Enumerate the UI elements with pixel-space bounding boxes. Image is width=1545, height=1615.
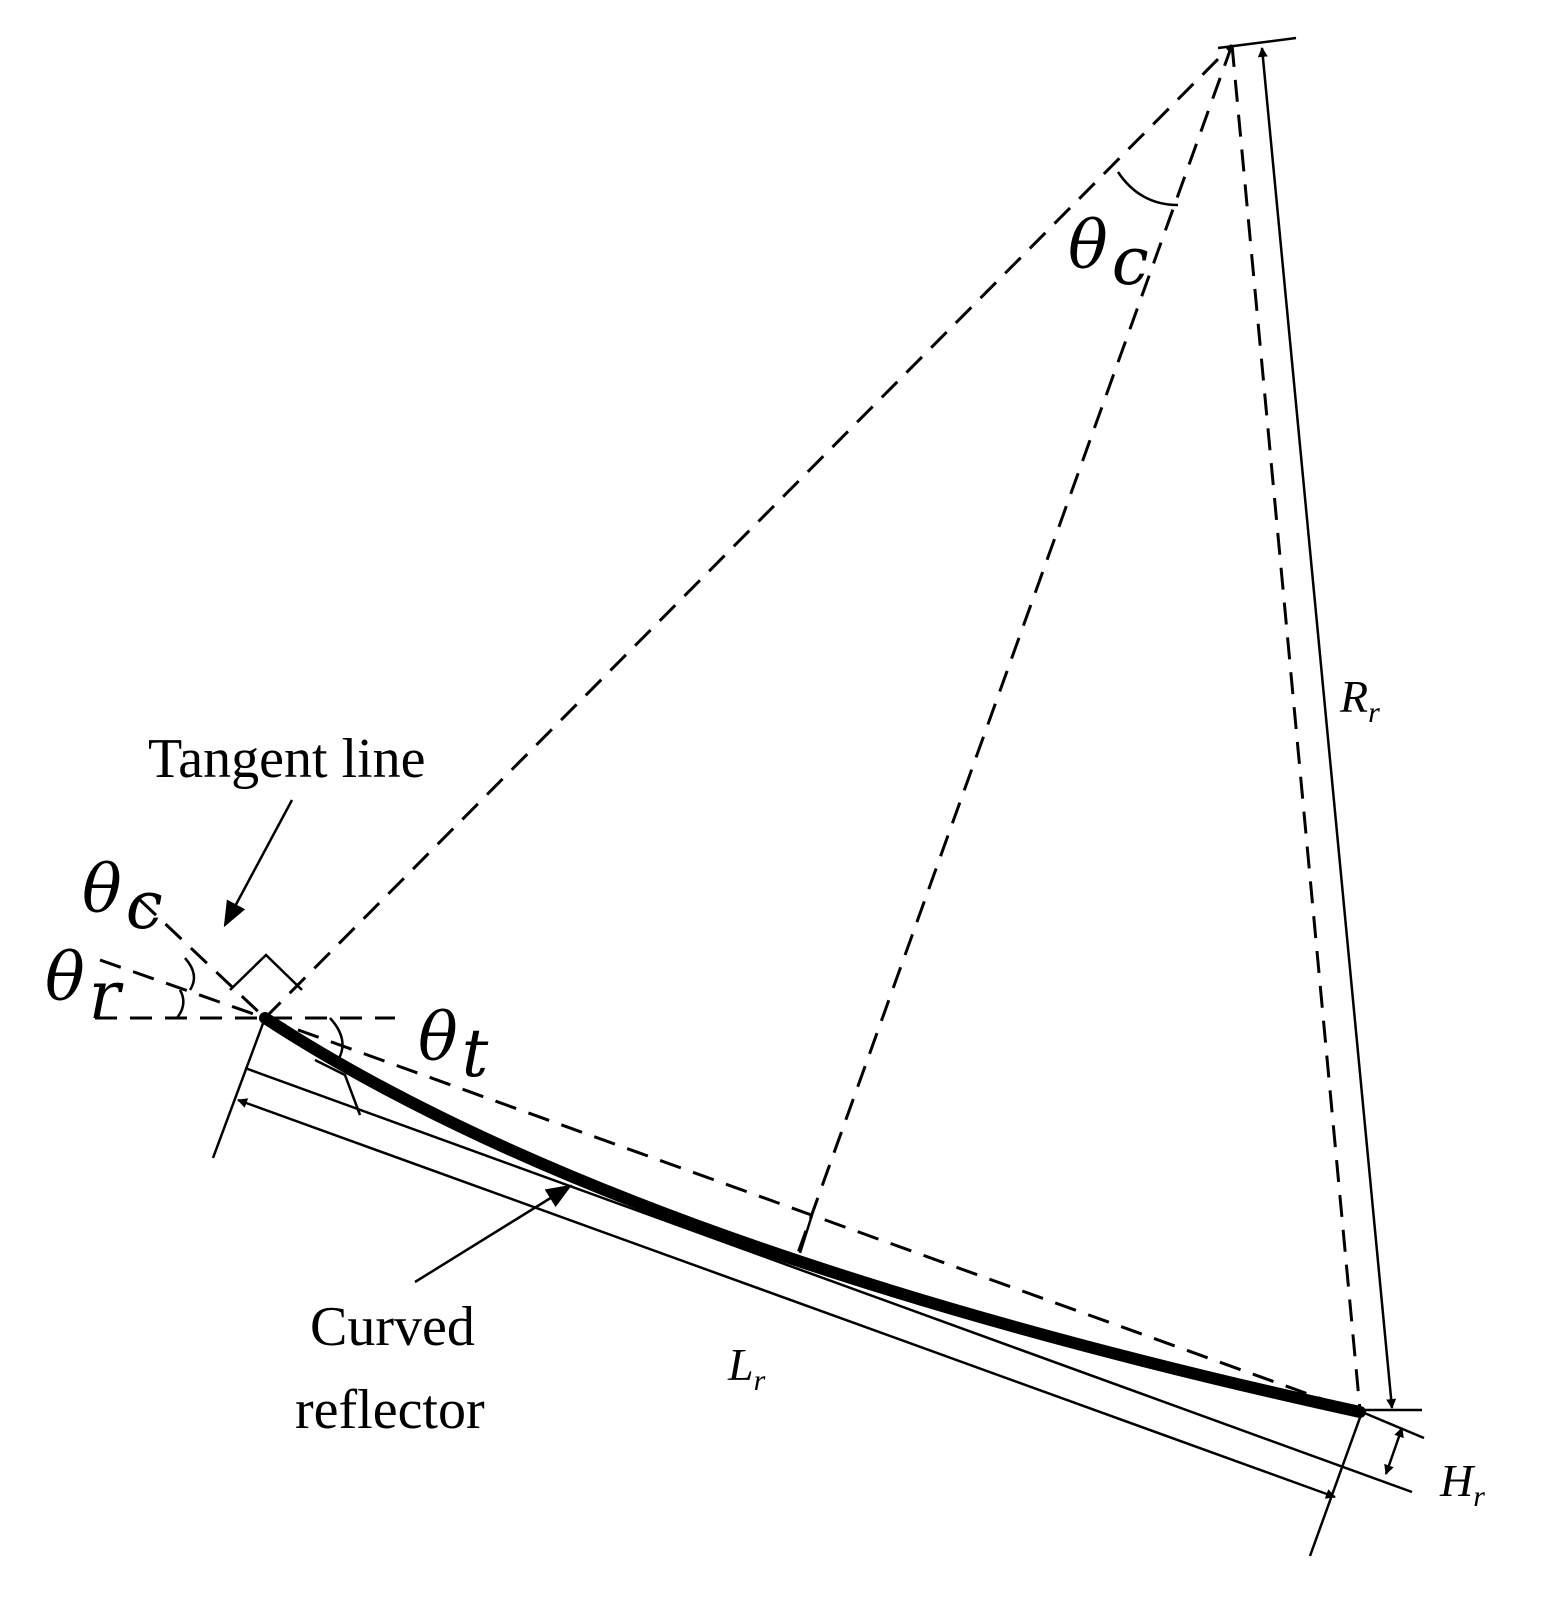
rr-symbol: Rr [1339,671,1380,729]
bisector-foot-tick [798,1214,814,1254]
hr-dimension-line [1384,1427,1404,1475]
lr-subscript: r [754,1364,766,1397]
tangent-line-label: Tangent line [148,728,426,790]
theta-r-symbol: θr [45,939,124,1034]
lr-dimension-line [237,1098,1336,1499]
theta-r-left-arc [175,989,185,1019]
theta-t-subscript: t [462,1015,489,1092]
theta-c-left-arc [184,957,196,991]
hr-subscript: r [1473,1480,1485,1513]
theta-t-arc [329,1017,344,1061]
lr-symbol: Lr [727,1339,766,1397]
theta-c-top-subscript: c [1112,223,1149,300]
right-radius-dashed-line [1230,44,1362,1411]
theta-r-theta: θ [45,939,85,1016]
theta-c-top-theta: θ [1068,207,1108,284]
theta-t-theta: θ [418,999,458,1076]
rr-top-tick [1217,36,1297,50]
reflector-offset-line [244,1066,1413,1494]
theta-t-symbol: θt [418,999,489,1092]
hr-main: H [1439,1455,1476,1506]
bisector-dashed-line [796,44,1234,1254]
lr-main: L [727,1339,754,1390]
theta-r-dashed-line [99,958,266,1020]
hr-top-extension [1361,1410,1425,1440]
theta-c-left-symbol: θc [82,851,163,944]
tangent-line-pointer-arrow [223,799,294,928]
theta-c-left-theta: θ [82,851,122,928]
theta-c-left-subscript: c [126,867,163,944]
theta-c-top-arc [1116,171,1179,207]
curved-reflector-label-line1: Curved [310,1296,475,1358]
rr-dimension-line [1257,47,1397,1409]
hr-symbol: Hr [1439,1455,1485,1513]
curved-reflector-pointer-arrow [414,1184,573,1284]
curved-reflector-label-line2: reflector [295,1379,485,1441]
right-angle-marker [229,953,303,991]
rr-main: R [1339,671,1368,722]
theta-c-top-symbol: θc [1068,207,1149,300]
lr-extension-left [211,1017,267,1159]
theta-r-subscript: r [89,957,124,1034]
tangent-dashed-line [138,898,267,1020]
rr-subscript: r [1368,696,1380,729]
left-radius-dashed-line [263,43,1234,1020]
lr-extension-right [1308,1411,1364,1557]
